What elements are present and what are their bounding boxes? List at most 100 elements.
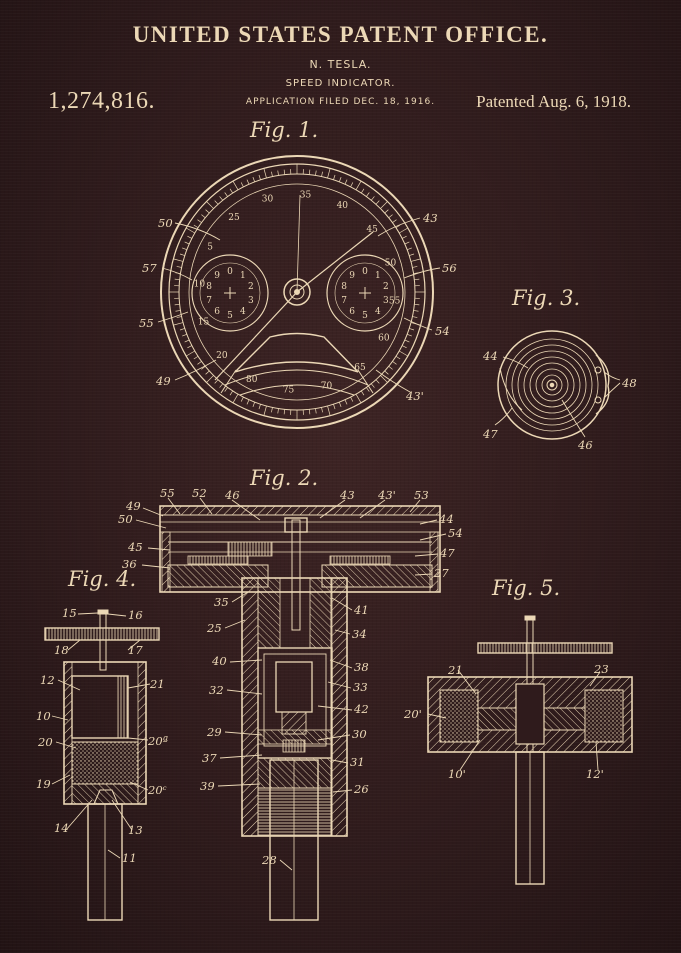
ref-55: 55 <box>160 486 175 500</box>
dial-tick-marks <box>169 164 425 420</box>
ref-47: 47 <box>482 427 498 441</box>
dial-tick <box>355 180 362 190</box>
dial-tick <box>375 379 380 384</box>
dial-scale-number: 45 <box>366 225 378 235</box>
ref-19: 19 <box>36 777 51 791</box>
dial-tick <box>395 355 401 360</box>
fig3-spiral-spring <box>497 330 610 440</box>
dial-tick <box>277 408 279 414</box>
dial-scale-number: 20 <box>216 351 228 361</box>
dial-tick <box>366 192 370 197</box>
ref-56: 56 <box>442 261 457 275</box>
dial-scale-number: 60 <box>378 333 390 343</box>
ref-50: 50 <box>158 216 173 230</box>
dial-scale-number: 5 <box>207 243 213 253</box>
fig3-label: Fig. 3. <box>511 286 580 310</box>
ref-12: 12 <box>40 673 55 687</box>
dial-tick <box>187 235 193 239</box>
dial-tick <box>409 328 415 331</box>
left-subdial-number: 6 <box>214 307 220 317</box>
dial-tick <box>232 180 239 190</box>
left-subdial-number: 4 <box>240 307 246 317</box>
right-subdial-number: 4 <box>375 307 381 317</box>
dial-tick <box>308 169 311 175</box>
left-subdial-number: 1 <box>240 271 246 281</box>
dial-tick <box>214 379 219 384</box>
fig1-leader-lines <box>157 217 441 393</box>
dial-tick <box>409 253 415 256</box>
ref-43-prime: 43' <box>405 389 424 403</box>
right-subdial-number: 3 <box>383 296 389 306</box>
ref-46: 46 <box>224 488 240 502</box>
fig2-label: Fig. 2. <box>249 466 318 490</box>
dial-tick <box>219 383 224 388</box>
dial-scale-number: 75 <box>283 386 295 396</box>
dial-tick <box>350 396 354 402</box>
left-subdial-number: 0 <box>227 267 233 277</box>
dial-tick <box>229 390 234 396</box>
right-subdial-number: 9 <box>349 271 355 281</box>
dial-tick <box>344 179 348 185</box>
fig5-leader-lines <box>427 669 601 771</box>
ref-40: 40 <box>211 654 227 668</box>
dial-tick <box>384 209 389 214</box>
dial-tick <box>232 394 239 404</box>
dial-tick <box>321 407 323 413</box>
ref-55: 55 <box>139 316 154 330</box>
dial-tick <box>395 224 401 229</box>
ref-48: 48 <box>621 376 637 390</box>
right-subdial-number: 8 <box>341 282 347 292</box>
dial-tick <box>401 235 407 239</box>
ref-43: 43 <box>339 488 355 502</box>
dial-scale-number: 10 <box>194 280 206 290</box>
dial-tick <box>338 402 342 407</box>
dial-scale-number: 55 <box>389 297 401 307</box>
dial-tick <box>184 339 190 343</box>
dial-tick <box>173 322 184 326</box>
fig3-reference-numerals: 44 48 47 46 <box>482 349 637 452</box>
dial-tick <box>344 399 348 405</box>
ref-43: 43 <box>422 211 438 225</box>
ref-25: 25 <box>206 621 222 635</box>
fig5-section <box>427 615 633 885</box>
dial-tick <box>175 310 181 312</box>
ref-41: 41 <box>353 603 369 617</box>
dial-tick <box>399 227 409 234</box>
fig4-section <box>44 609 160 921</box>
fig2-section <box>159 505 441 921</box>
dial-tick <box>321 171 323 177</box>
dial-tick <box>370 196 375 201</box>
ref-27: 27 <box>433 566 449 580</box>
ref-11: 11 <box>122 851 137 865</box>
ref-13: 13 <box>128 823 143 837</box>
dial-tick <box>246 179 250 185</box>
dial-tick <box>404 339 410 343</box>
dial-tick <box>338 177 342 182</box>
patent-number: 1,274,816. <box>48 88 155 114</box>
ref-23: 23 <box>593 662 609 676</box>
ref-18: 18 <box>54 643 69 657</box>
dial-tick <box>240 396 244 402</box>
dial-tick <box>410 258 421 262</box>
dial-tick <box>271 407 273 413</box>
ref-30: 30 <box>352 727 367 741</box>
ref-37: 37 <box>202 751 217 765</box>
ref-49: 49 <box>125 499 141 513</box>
dial-tick <box>384 370 389 375</box>
ref-46: 46 <box>577 438 593 452</box>
dial-tick <box>413 310 419 312</box>
right-subdial-number: 1 <box>375 271 381 281</box>
dial-tick <box>258 404 261 410</box>
dial-tick <box>327 405 331 416</box>
ref-29: 29 <box>206 725 222 739</box>
dial-tick <box>174 278 180 281</box>
ref-20-prime: 20' <box>403 707 422 721</box>
dial-tick <box>350 182 354 188</box>
patent-office-title: UNITED STATES PATENT OFFICE. <box>132 22 549 47</box>
ref-17: 17 <box>128 643 143 657</box>
dial-tick <box>173 258 184 262</box>
right-subdial-number: 0 <box>362 267 368 277</box>
ref-12-prime: 12' <box>586 767 604 781</box>
inventor-name: N. TESLA. <box>309 58 372 71</box>
